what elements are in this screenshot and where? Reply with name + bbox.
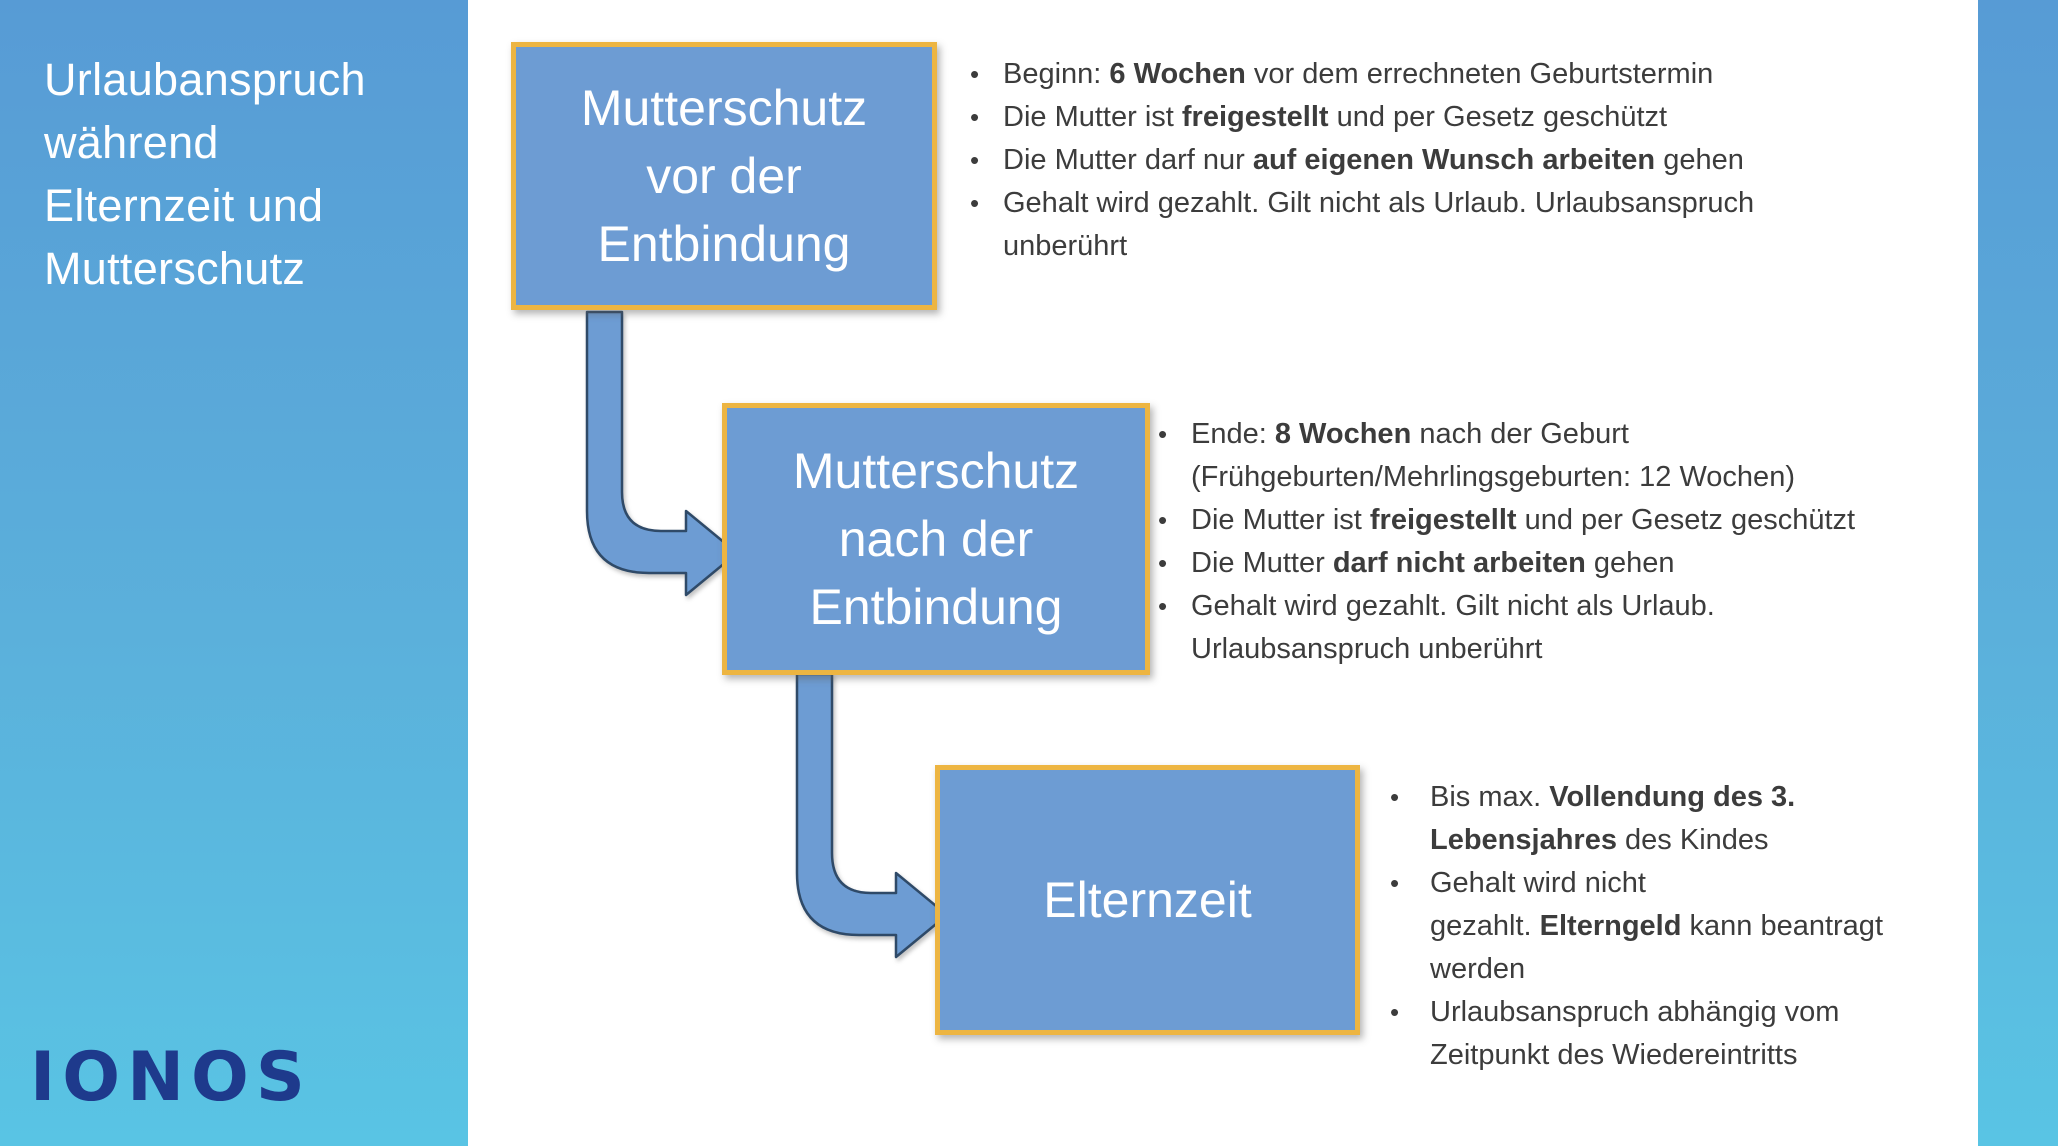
sidebar: Urlaubanspruch während Elternzeit und Mu… [0,0,468,1146]
list-item-text: Gehalt wird gezahlt. Gilt nicht als Urla… [1191,590,1715,665]
bullet-icon: • [970,59,980,89]
bullet-list-elternzeit: • Bis max. Vollendung des 3. Lebensjahres… [1390,776,1965,1077]
list-item-text: Gehalt wird nicht gezahlt. Elterngeld ka… [1430,867,1883,985]
bullet-icon: • [1390,997,1400,1027]
bullet-icon: • [1158,505,1168,535]
bullet-list-mutterschutz-nach: • Ende: 8 Wochen nach der Geburt (Frühgeb… [1158,413,1968,671]
list-item-text: Urlaubsanspruch abhängig vom Zeitpunkt d… [1430,996,1840,1071]
list-item-text: Die Mutter ist freigestellt und per Gese… [1003,101,1668,133]
list-item-text: Gehalt wird gezahlt. Gilt nicht als Urla… [1003,187,1755,262]
right-accent-bar [1978,0,2058,1146]
list-item-text: Die Mutter ist freigestellt und per Gese… [1191,504,1856,536]
ionos-logo: IONOS [30,1038,312,1117]
list-item-text: Die Mutter darf nicht arbeiten gehen [1191,547,1675,579]
list-item: • Die Mutter ist freigestellt und per Ges… [1158,499,1968,542]
list-item: • Bis max. Vollendung des 3. Lebensjahres… [1390,776,1965,862]
flow-box-label: Mutterschutz nach der Entbindung [792,443,1080,635]
list-item: • Die Mutter darf nicht arbeiten gehen [1158,542,1968,585]
bullet-icon: • [1390,782,1400,812]
bullet-icon: • [970,145,980,175]
flow-box-mutterschutz-nach-entbindung: Mutterschutz nach der Entbindung [722,403,1150,675]
list-item: • Gehalt wird gezahlt. Gilt nicht als Url… [1158,585,1968,671]
list-item: • Urlaubsanspruch abhängig vom Zeitpunkt … [1390,991,1965,1077]
curved-arrow-icon [585,310,739,597]
bullet-icon: • [1158,419,1168,449]
bullet-icon: • [970,188,980,218]
list-item-text: Bis max. Vollendung des 3. Lebensjahres … [1430,781,1796,856]
list-item: • Ende: 8 Wochen nach der Geburt (Frühgeb… [1158,413,1968,499]
list-item: • Beginn: 6 Wochen vor dem errechneten Ge… [970,53,1970,96]
list-item-text: Ende: 8 Wochen nach der Geburt (Frühgebu… [1191,418,1795,493]
bullet-icon: • [1158,548,1168,578]
flow-box-mutterschutz-vor-entbindung: Mutterschutz vor der Entbindung [511,42,937,310]
list-item: • Gehalt wird nicht gezahlt. Elterngeld k… [1390,862,1965,991]
list-item-text: Die Mutter darf nur auf eigenen Wunsch a… [1003,144,1744,176]
bullet-icon: • [970,102,980,132]
bullet-icon: • [1390,868,1400,898]
list-item-text: Beginn: 6 Wochen vor dem errechneten Geb… [1003,58,1714,90]
flow-box-elternzeit: Elternzeit [935,765,1360,1035]
bullet-list-mutterschutz-vor: • Beginn: 6 Wochen vor dem errechneten Ge… [970,53,1970,268]
list-item: • Die Mutter ist freigestellt und per Ges… [970,96,1970,139]
bullet-icon: • [1158,591,1168,621]
list-item: • Gehalt wird gezahlt. Gilt nicht als Url… [970,182,1970,268]
list-item: • Die Mutter darf nur auf eigenen Wunsch … [970,139,1970,182]
flow-box-label: Mutterschutz vor der Entbindung [580,80,868,272]
page-title: Urlaubanspruch während Elternzeit und Mu… [44,54,366,294]
flow-box-label: Elternzeit [1043,872,1252,928]
curved-arrow-icon [795,672,949,959]
